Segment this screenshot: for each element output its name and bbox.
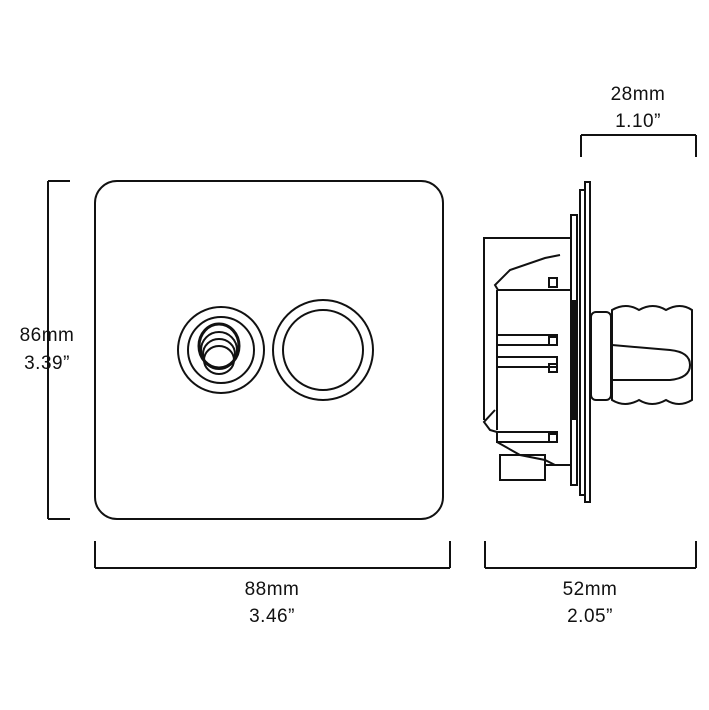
width-mm-label: 88mm xyxy=(244,579,300,600)
side-view xyxy=(482,181,693,503)
front-plate xyxy=(94,180,444,520)
width-inch-label: 3.46” xyxy=(249,606,295,627)
height-dimension-line xyxy=(47,180,70,520)
protrusion-dimension-line xyxy=(580,134,697,157)
toggle-switch-front xyxy=(177,306,265,394)
depth-dimension-line xyxy=(484,541,697,569)
height-mm-label: 86mm xyxy=(19,325,75,346)
width-dimension-line xyxy=(94,541,451,569)
dimmer-knob-front xyxy=(272,299,374,401)
protrusion-inch-label: 1.10” xyxy=(615,111,661,132)
height-inch-label: 3.39” xyxy=(24,353,70,374)
depth-mm-label: 52mm xyxy=(562,579,618,600)
protrusion-mm-label: 28mm xyxy=(610,84,666,105)
depth-inch-label: 2.05” xyxy=(567,606,613,627)
